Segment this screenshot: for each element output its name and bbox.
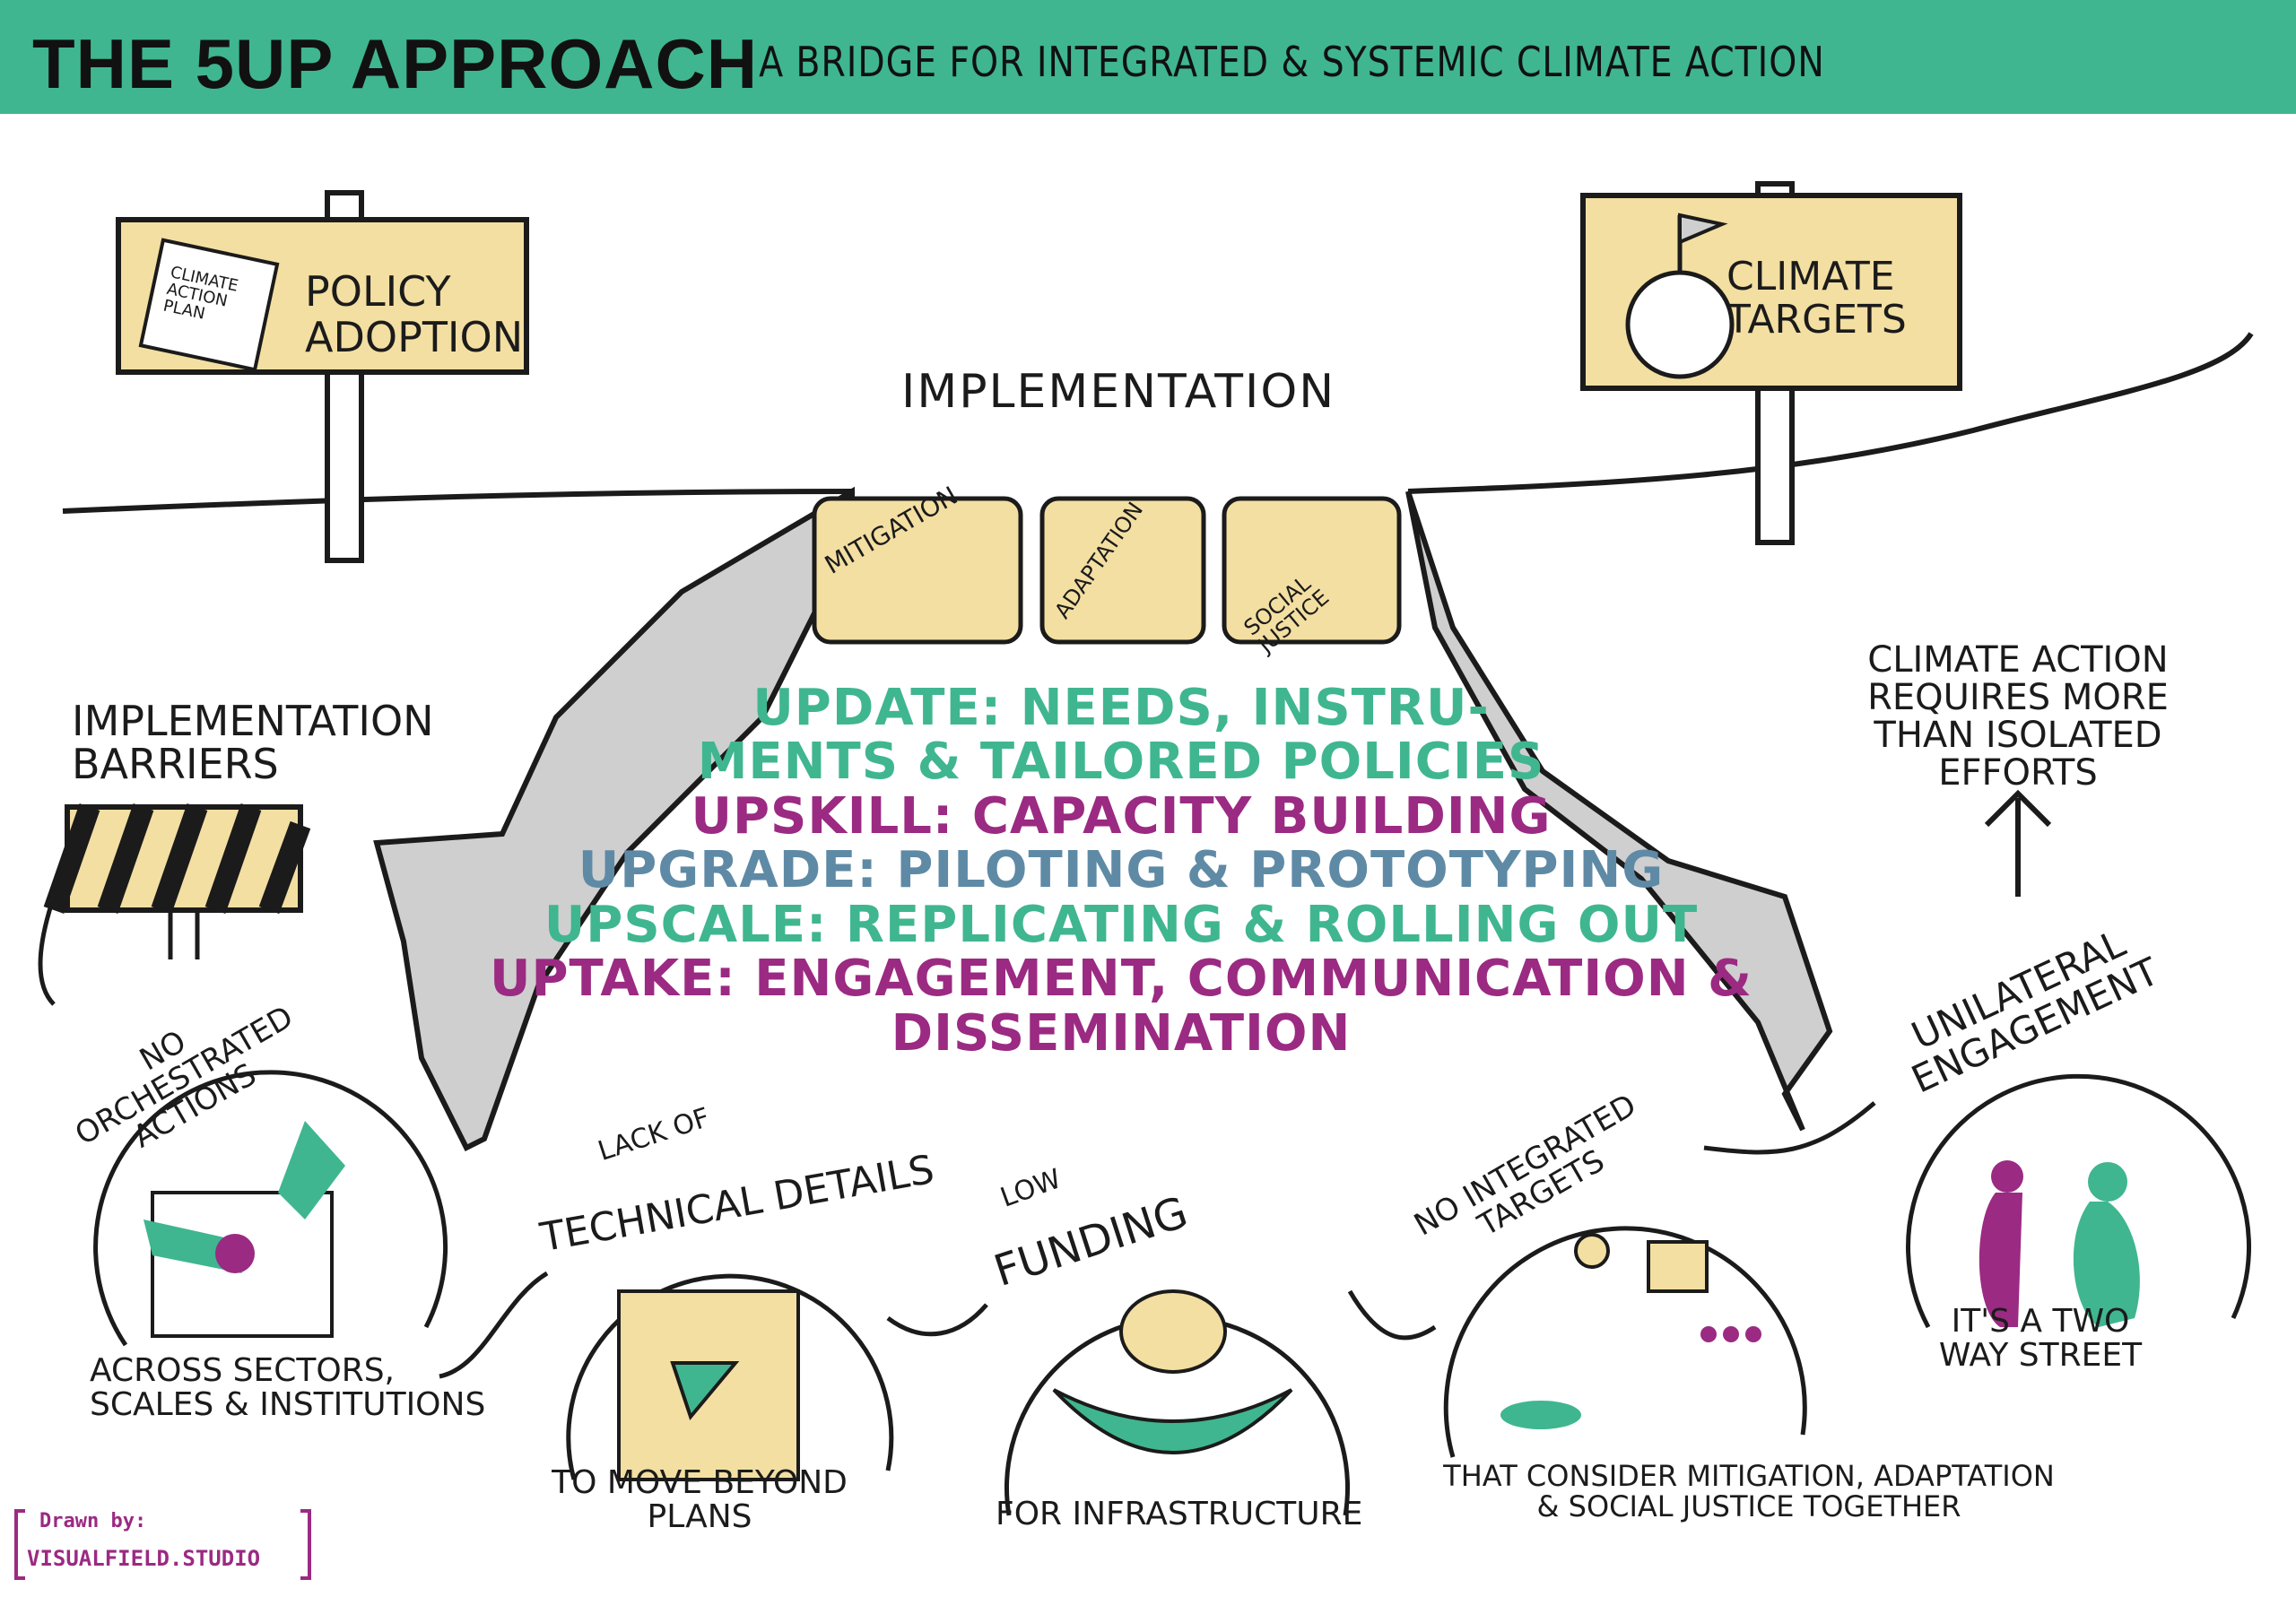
person-purple-icon — [1979, 1193, 2022, 1327]
arrow-barrier-down — [38, 896, 57, 1006]
implementation-label: IMPLEMENTATION — [901, 365, 1336, 419]
consider-together-label: THAT CONSIDER MITIGATION, ADAPTATION & S… — [1443, 1459, 2055, 1523]
chasm-left-wall — [373, 486, 855, 1152]
policy-adoption-label: POLICY ADOPTION — [305, 267, 524, 361]
arrow-up — [1984, 789, 2052, 897]
arrow-2 — [886, 1303, 988, 1337]
water-icon — [1500, 1401, 1581, 1429]
for-infrastructure-label: FOR INFRASTRUCTURE — [996, 1496, 1363, 1532]
step-update-line2: MENTS & TAILORED POLICIES — [697, 733, 1545, 792]
circle-technical — [566, 1273, 894, 1480]
arrow-4 — [1703, 1101, 1876, 1155]
five-up-steps: UPDATE: NEEDS, INSTRU- MENTS & TAILORED … — [466, 681, 1776, 1061]
credit-line1: Drawn by: — [39, 1510, 147, 1532]
climate-targets-label: CLIMATE TARGETS — [1726, 254, 1907, 343]
globe-icon — [1625, 270, 1735, 379]
credit-frame — [14, 1509, 311, 1580]
plank-mitigation — [812, 496, 1023, 645]
solar-panel-icon — [1647, 1240, 1709, 1293]
hand-icon — [278, 1121, 345, 1219]
paint-blob-icon — [215, 1234, 255, 1273]
climate-plan-doc — [138, 238, 280, 372]
gap-icon — [1052, 1388, 1293, 1454]
step-upskill: UPSKILL: CAPACITY BUILDING — [691, 786, 1552, 846]
circle-integrated — [1443, 1226, 1807, 1458]
page-subtitle: – A BRIDGE FOR INTEGRATED & SYSTEMIC CLI… — [728, 38, 1825, 86]
arrow-3 — [1347, 1289, 1437, 1341]
person-green-icon — [2073, 1202, 2140, 1327]
money-bag-icon — [1119, 1289, 1227, 1374]
ground-line — [62, 332, 2254, 514]
plank-adaptation — [1039, 496, 1206, 645]
circle-unilateral — [1906, 1073, 2251, 1329]
arrow-1 — [439, 1271, 549, 1379]
chasm-right-wall — [1405, 490, 1833, 1132]
credit-line2: VISUALFIELD.STUDIO — [27, 1546, 261, 1571]
step-upscale: UPSCALE: REPLICATING & ROLLING OUT — [544, 895, 1699, 954]
credit: Drawn by: VISUALFIELD.STUDIO — [14, 1505, 310, 1594]
plank-social-justice — [1222, 496, 1402, 645]
header-banner — [0, 0, 2296, 114]
flag-icon — [1678, 213, 1728, 246]
step-uptake-line1: UPTAKE: ENGAGEMENT, COMMUNICATION & — [490, 950, 1752, 1009]
across-sectors-label: ACROSS SECTORS, SCALES & INSTITUTIONS — [90, 1352, 486, 1423]
circle-no-orchestrated — [93, 1070, 448, 1347]
requires-more-label: CLIMATE ACTION REQUIRES MORE THAN ISOLAT… — [1867, 639, 2169, 794]
move-beyond-label: TO MOVE BEYOND PLANS — [552, 1464, 848, 1535]
two-way-street-label: IT'S A TWO WAY STREET — [1938, 1303, 2143, 1374]
sun-icon — [1574, 1233, 1610, 1269]
step-upgrade: UPGRADE: PILOTING & PROTOTYPING — [578, 841, 1665, 900]
step-uptake-line2: DISSEMINATION — [891, 1003, 1352, 1063]
implementation-barriers-label: IMPLEMENTATION BARRIERS — [72, 697, 434, 789]
step-update-line1: UPDATE: NEEDS, INSTRU- — [752, 679, 1490, 737]
page-title: THE 5UP APPROACH — [32, 24, 759, 103]
triangle-ruler-icon — [670, 1361, 740, 1421]
people-icon — [1700, 1326, 1761, 1342]
